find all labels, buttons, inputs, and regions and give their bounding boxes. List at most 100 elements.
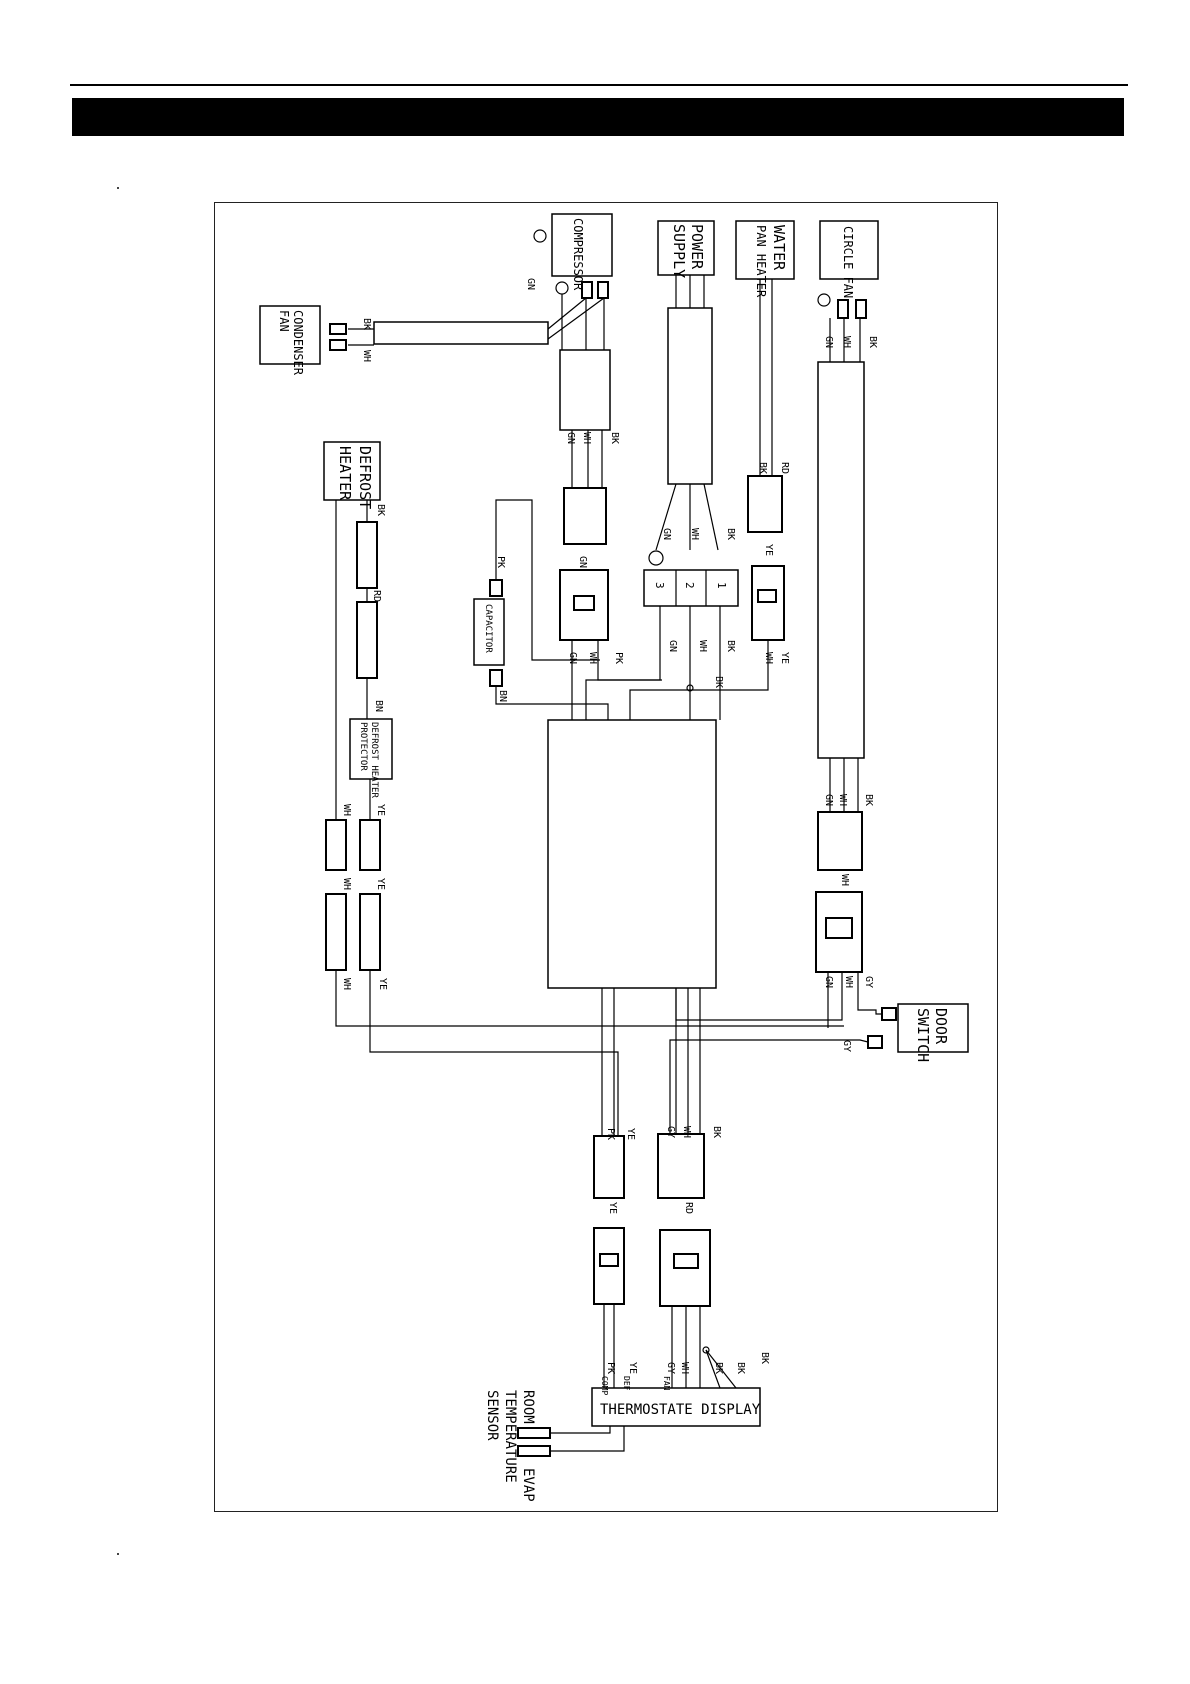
defrost-heater-label-2: HEATER xyxy=(336,446,354,501)
circle-fan-box: CIRCLE FAN xyxy=(819,220,879,298)
label-ye-waterpan-out: YE xyxy=(779,652,790,664)
label-wh-circlefan-2: WH xyxy=(837,794,848,806)
label-ye-bottom-2: YE xyxy=(607,1202,618,1214)
label-gn-power: GN xyxy=(661,528,672,540)
condenser-fan-label-1: CONDENSER xyxy=(291,310,305,376)
label-bk-display-2: BK xyxy=(735,1362,746,1374)
label-rd-bottom: RD xyxy=(683,1202,694,1214)
page-mark xyxy=(117,187,119,189)
label-wh-defrost: WH xyxy=(341,804,352,816)
compressor-box: COMPRESSOR xyxy=(551,213,613,291)
room-sensor-label-1: ROOM xyxy=(520,1390,536,1424)
label-bk-waterpan: BK xyxy=(757,462,768,474)
label-ye-defrost: YE xyxy=(375,804,386,816)
label-bk-comp-harness: BK xyxy=(609,432,620,444)
label-gn-doorsw: GN xyxy=(823,976,834,988)
capacitor-label: CAPACITOR xyxy=(483,604,493,653)
diagram-frame xyxy=(214,202,998,1512)
label-gn-circlefan-2: GN xyxy=(823,794,834,806)
label-gy-doorsw: GY xyxy=(863,976,874,988)
room-sensor-label-3: SENSOR xyxy=(484,1390,500,1441)
door-switch-label-1: DOOR xyxy=(932,1008,950,1045)
label-wh-defrost-2: WH xyxy=(341,878,352,890)
label-ye-bottom: YE xyxy=(625,1128,636,1140)
label-wh-circlefan-3: WH xyxy=(839,874,850,886)
compressor-label: COMPRESSOR xyxy=(571,218,585,291)
control-board xyxy=(547,719,717,989)
top-rule xyxy=(70,84,1128,86)
label-bk-defrost: BK xyxy=(375,504,386,516)
page-mark xyxy=(117,1553,119,1555)
evap-sensor-label: EVAP xyxy=(520,1468,536,1502)
terminal-1: 1 xyxy=(715,582,728,589)
label-wh-circlefan: WH xyxy=(841,336,852,348)
label-ye-defrost-2: YE xyxy=(375,878,386,890)
label-bk-condenser: BK xyxy=(361,318,372,330)
pin-comp: COMP xyxy=(600,1376,609,1395)
label-bn-defrost: BN xyxy=(373,700,384,712)
circle-fan-label: CIRCLE FAN xyxy=(841,226,855,298)
label-wh-waterpan-out: WH xyxy=(763,652,774,664)
label-gn-comp-conn: GN xyxy=(577,556,588,568)
terminal-3: 3 xyxy=(653,582,666,589)
thermostate-display-box: THERMOSTATE DISPLAY xyxy=(591,1387,761,1427)
defrost-heater-box: DEFROST HEATER xyxy=(323,441,381,509)
label-gn-comp-harness: GN xyxy=(565,432,576,444)
room-sensor-label-2: TEMPERATURE xyxy=(502,1390,518,1483)
condenser-fan-box: CONDENSER FAN xyxy=(259,305,321,376)
pin-def: DEF xyxy=(622,1376,631,1391)
condenser-fan-label-2: FAN xyxy=(277,310,291,332)
defrost-heater-label-1: DEFROST xyxy=(356,446,374,509)
label-ye-defrost-3: YE xyxy=(377,978,388,990)
defrost-heater-protector-box: DEFROST HEATER PROTECTOR xyxy=(349,718,393,798)
label-bk-circlefan-2: BK xyxy=(863,794,874,806)
pin-fan: FAN xyxy=(662,1376,671,1391)
power-supply-label-1: POWER xyxy=(688,224,706,270)
label-wh-doorsw: WH xyxy=(843,976,854,988)
label-rd-waterpan: RD xyxy=(779,462,790,474)
power-cable-sleeve xyxy=(667,307,713,485)
wire-labels: GN BK WH GN WH BK GN WH BK BK RD YE YE W… xyxy=(341,278,878,1374)
label-gn-terminal: GN xyxy=(667,640,678,652)
label-bn-capacitor: BN xyxy=(497,690,508,702)
display-pins: COMP DEF FAN xyxy=(600,1376,671,1395)
condenser-cable-sleeve xyxy=(373,321,549,345)
label-wh-comp-conn: WH xyxy=(587,652,598,664)
power-supply-box: POWER SUPPLY xyxy=(657,220,715,278)
label-bk-display-3: BK xyxy=(759,1352,770,1364)
protector-label-1: DEFROST HEATER xyxy=(369,722,379,798)
header-bar xyxy=(72,98,1124,136)
label-ye-waterpan: YE xyxy=(763,544,774,556)
terminal-2: 2 xyxy=(683,582,696,589)
connectors xyxy=(325,281,897,1457)
water-pan-heater-box: WATER PAN HEATER xyxy=(735,220,795,298)
door-switch-box: DOOR SWITCH xyxy=(897,1003,969,1062)
compressor-cable-sleeve xyxy=(559,349,611,431)
label-gn-comp-conn-2: GN xyxy=(567,652,578,664)
label-bk-power: BK xyxy=(725,528,736,540)
label-pk-capacitor: PK xyxy=(495,556,506,568)
label-wh-bottom: WH xyxy=(681,1126,692,1138)
power-supply-label-2: SUPPLY xyxy=(670,224,688,278)
circle-fan-cable-sleeve xyxy=(817,361,865,759)
label-bk-terminal-2: BK xyxy=(713,676,724,688)
label-wh-display: WH xyxy=(679,1362,690,1374)
wiring xyxy=(335,275,882,1452)
terminal-block: 3 2 1 xyxy=(643,569,739,607)
label-wh-condenser: WH xyxy=(361,350,372,362)
thermostate-display-label: THERMOSTATE DISPLAY xyxy=(600,1402,761,1418)
sensor-labels: ROOM TEMPERATURE SENSOR EVAP xyxy=(484,1390,536,1502)
water-pan-heater-label-2: PAN HEATER xyxy=(754,225,768,298)
label-wh-power: WH xyxy=(689,528,700,540)
door-switch-label-2: SWITCH xyxy=(914,1008,932,1062)
protector-label-2: PROTECTOR xyxy=(358,722,368,771)
label-bk-circlefan: BK xyxy=(867,336,878,348)
label-pk-comp-conn: PK xyxy=(613,652,624,664)
label-wh-comp-harness: WH xyxy=(581,432,592,444)
label-rd-defrost: RD xyxy=(371,590,382,602)
label-wh-terminal: WH xyxy=(697,640,708,652)
label-bk-terminal: BK xyxy=(725,640,736,652)
label-gn-compressor: GN xyxy=(525,278,536,290)
label-gn-circlefan: GN xyxy=(823,336,834,348)
